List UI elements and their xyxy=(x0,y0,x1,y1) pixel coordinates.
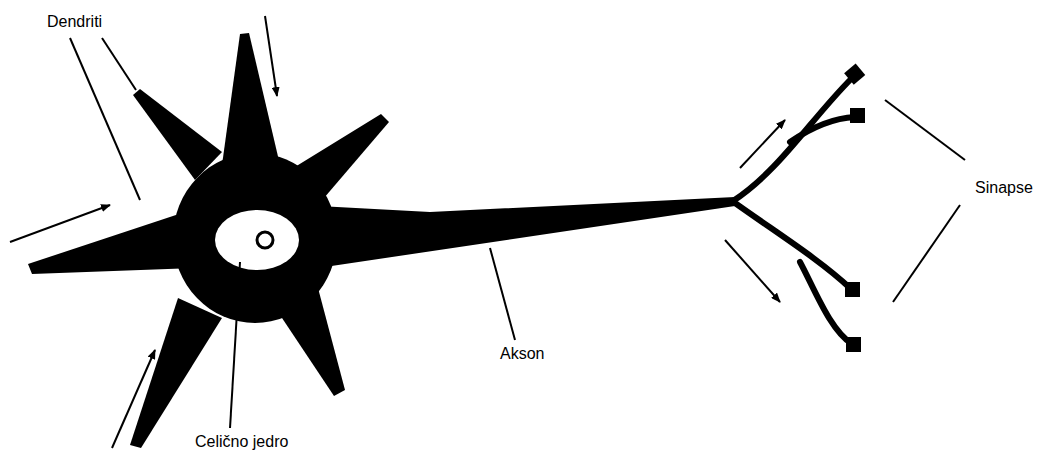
part-label: Celično jedro xyxy=(195,432,288,451)
axon-terminals xyxy=(733,78,855,344)
dendrite xyxy=(133,89,222,180)
nucleolus xyxy=(257,232,273,248)
axon-hillock xyxy=(300,197,735,268)
part-label: Sinapse xyxy=(975,178,1033,197)
dendrite xyxy=(28,212,195,274)
part-label: Dendriti xyxy=(47,12,102,31)
dendrite xyxy=(130,298,222,448)
dendrite xyxy=(278,288,345,396)
neuron-body xyxy=(28,33,735,448)
dendrite xyxy=(290,114,389,205)
leader-lines xyxy=(70,38,965,428)
cell-nucleus xyxy=(215,210,299,270)
part-label: Akson xyxy=(500,344,544,363)
signal-arrows xyxy=(10,16,785,448)
synapse-knobs xyxy=(844,63,865,352)
